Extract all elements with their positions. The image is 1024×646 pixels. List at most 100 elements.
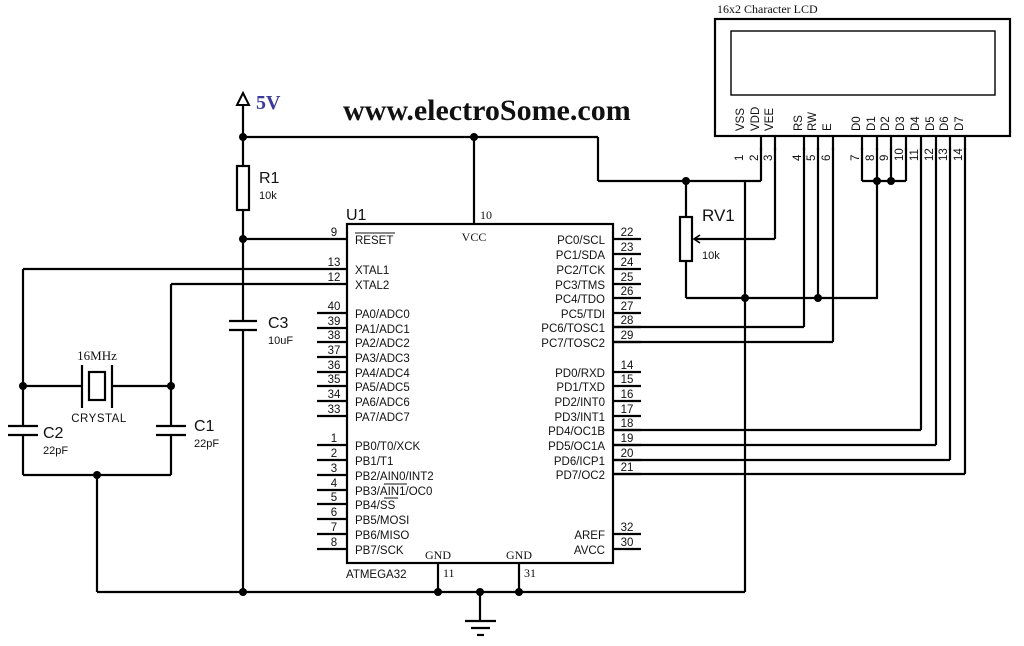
crystal-value: 16MHz	[77, 348, 117, 363]
lcd-pin-8: D18	[865, 116, 879, 161]
pin-number: 15	[621, 374, 634, 386]
pin-number: 4	[792, 154, 804, 161]
pin-label: PA6/ADC6	[355, 397, 410, 409]
crystal-ref: CRYSTAL	[71, 413, 127, 425]
pin-number: 39	[328, 316, 341, 328]
pin-label: PD4/OC1B	[548, 426, 605, 438]
pin-label: VEE	[764, 108, 776, 131]
mcu-part: ATMEGA32	[346, 569, 407, 581]
pin-label: PA4/ADC4	[355, 368, 410, 380]
pin-number: 21	[621, 462, 634, 474]
mcu-gnd-pin-2: 31	[524, 566, 536, 580]
pin-number: 2	[749, 155, 761, 161]
mcu-atmega32: U1 ATMEGA32 VCC 10 GND GND 11 31 9RESET1…	[317, 207, 641, 581]
lcd-pin-4: RS 4	[792, 115, 806, 161]
pin-number: 36	[328, 360, 341, 372]
c3-ref: C3	[268, 315, 289, 332]
pin-number: 18	[621, 418, 634, 430]
pin-label: PB5/MOSI	[355, 515, 409, 527]
pin-number: 37	[328, 345, 341, 357]
pin-number: 26	[621, 286, 634, 298]
pin-number: 6	[331, 507, 337, 519]
c2-value: 22pF	[43, 445, 68, 457]
pin-label: D4	[910, 116, 922, 131]
pin-number: 28	[621, 315, 634, 327]
pin-number: 12	[328, 272, 341, 284]
ground-icon	[465, 619, 496, 637]
crystal-network: 16MHz CRYSTAL C2 22pF C1 22pF	[8, 267, 347, 592]
pin-label: PB4/SS	[355, 500, 396, 512]
pin-label: PC4/TDO	[555, 294, 605, 306]
r1-ref: R1	[259, 170, 280, 187]
pin-label: RESET	[355, 235, 393, 247]
ground-net	[97, 181, 747, 637]
pin-number: 34	[328, 389, 341, 401]
pin-label: D7	[954, 116, 966, 131]
pin-label: PD3/INT1	[555, 412, 606, 424]
pin-label: D2	[880, 116, 892, 131]
pin-label: XTAL2	[355, 280, 389, 292]
pin-label: RS	[793, 115, 805, 131]
pin-number: 8	[331, 537, 337, 549]
pin-label: PC3/TMS	[555, 280, 605, 292]
pin-label: PB3/AIN1/OC0	[355, 486, 432, 498]
pin-label: PD5/OC1A	[548, 441, 605, 453]
lcd-pin-9: D2 9	[879, 116, 893, 161]
pin-label: PD1/TXD	[556, 382, 605, 394]
mcu-vcc-label: VCC	[462, 230, 487, 244]
pin-label: PA0/ADC0	[355, 309, 410, 321]
pin-number: 2	[331, 448, 337, 460]
pin-number: 23	[621, 242, 634, 254]
pin-label: PD7/OC2	[556, 470, 605, 482]
pin-label: D1	[866, 116, 878, 131]
pin-label: PD2/INT0	[555, 397, 606, 409]
pin-number: 20	[621, 448, 634, 460]
c1-ref: C1	[194, 418, 215, 435]
pin-label: PC2/TCK	[556, 265, 605, 277]
pin-label: PB7/SCK	[355, 545, 404, 557]
c1-value: 22pF	[194, 438, 219, 450]
pin-number: 32	[621, 522, 634, 534]
pin-label: PA3/ADC3	[355, 353, 410, 365]
pin-label: D6	[939, 116, 951, 131]
pin-label: PA1/ADC1	[355, 324, 410, 336]
pin-number: 1	[734, 155, 746, 161]
pin-label: D3	[895, 116, 907, 131]
pin-number: 3	[331, 463, 337, 475]
pin-label: AREF	[574, 530, 605, 542]
lcd-wiring	[613, 148, 967, 476]
pin-label: XTAL1	[355, 265, 389, 277]
lcd-pin-5: RW5	[806, 112, 820, 161]
pin-number: 19	[621, 433, 634, 445]
pin-number: 7	[850, 155, 862, 161]
crystal-icon	[87, 370, 107, 402]
pin-label: RW	[807, 112, 819, 131]
pin-number: 14	[621, 360, 634, 372]
pin-number: 9	[879, 155, 891, 161]
pin-number: 33	[328, 404, 341, 416]
lcd-pin-6: E6	[821, 123, 835, 161]
mcu-vcc-pin: 10	[480, 208, 492, 222]
mcu-ref: U1	[346, 207, 367, 224]
pin-number: 7	[331, 522, 337, 534]
